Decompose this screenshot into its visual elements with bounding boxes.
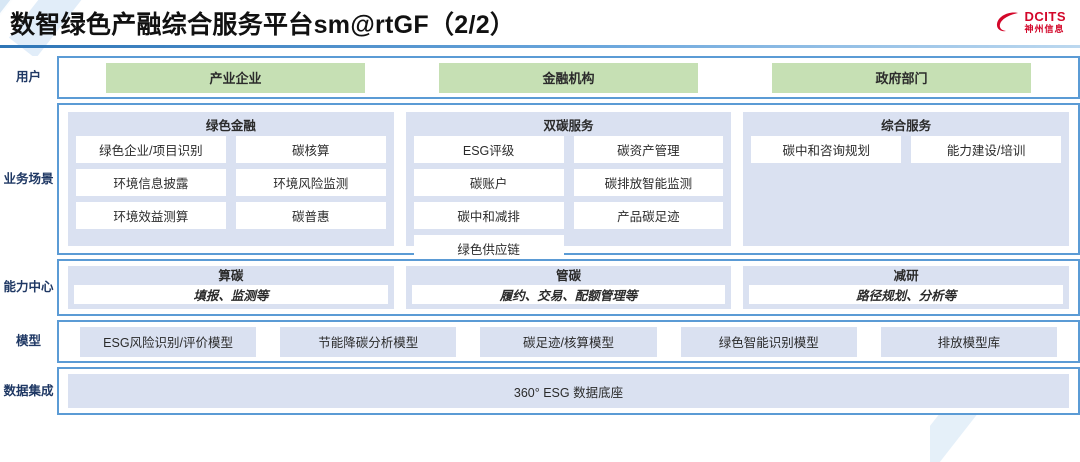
- capability-subtitle: 路径规划、分析等: [749, 285, 1064, 304]
- scenario-item[interactable]: 碳中和减排: [413, 202, 564, 229]
- model-cell[interactable]: ESG风险识别/评价模型: [68, 326, 268, 357]
- user-cell[interactable]: 政府部门: [735, 62, 1068, 93]
- dcits-swirl-icon: [995, 10, 1021, 34]
- scenario-item[interactable]: 绿色供应链: [413, 235, 564, 262]
- business-scenario-panel: 绿色金融 绿色企业/项目识别 碳核算 环境信息披露 环境风险监测 环境效益测算 …: [57, 103, 1080, 262]
- scenario-item[interactable]: 能力建设/培训: [911, 136, 1061, 163]
- capability-title: 减研: [893, 269, 919, 283]
- row-user: 用户 产业企业 金融机构 政府部门: [0, 56, 1080, 99]
- capability-subtitle: 履约、交易、配额管理等: [411, 285, 726, 304]
- scenario-item[interactable]: 绿色企业/项目识别: [76, 136, 226, 163]
- data-integration-panel: 360° ESG 数据底座: [57, 367, 1080, 415]
- scenario-item[interactable]: 环境效益测算: [76, 202, 226, 229]
- model-box-carbon-footprint[interactable]: 碳足迹/核算模型: [480, 326, 657, 357]
- model-cell[interactable]: 碳足迹/核算模型: [468, 326, 668, 357]
- user-cell[interactable]: 金融机构: [402, 62, 735, 93]
- model-cell[interactable]: 排放模型库: [869, 326, 1069, 357]
- scenario-item[interactable]: 碳资产管理: [573, 136, 724, 163]
- group-title: 绿色金融: [205, 119, 256, 133]
- row-label-business-scenario: 业务场景: [3, 171, 54, 186]
- capability-title: 算碳: [218, 269, 244, 283]
- scenario-item[interactable]: 碳账户: [413, 169, 564, 196]
- data-box-esg-foundation[interactable]: 360° ESG 数据底座: [68, 374, 1069, 408]
- user-box-financial[interactable]: 金融机构: [438, 62, 699, 93]
- row-model: 模型 ESG风险识别/评价模型 节能降碳分析模型 碳足迹/核算模型 绿色智能识别…: [0, 320, 1080, 363]
- row-capability-center: 能力中心 算碳 填报、监测等 管碳 履约、交易、配额管理等 减研 路径规划、分析…: [0, 259, 1080, 316]
- group-items: ESG评级 碳资产管理 碳账户 碳排放智能监测 碳中和减排 产品碳足迹 绿色供应…: [413, 136, 724, 262]
- row-label-capability-center: 能力中心: [3, 280, 54, 295]
- user-box-government[interactable]: 政府部门: [771, 62, 1032, 93]
- scenario-item[interactable]: 产品碳足迹: [573, 202, 724, 229]
- row-label-model: 模型: [15, 334, 41, 349]
- scenario-item[interactable]: ESG评级: [413, 136, 564, 163]
- row-business-scenario: 业务场景 绿色金融 绿色企业/项目识别 碳核算 环境信息披露 环境风险监测 环境…: [0, 103, 1080, 262]
- architecture-diagram: 用户 产业企业 金融机构 政府部门 业务场景 绿色金融 绿色企业/项目识别 碳核…: [0, 56, 1080, 419]
- user-panel: 产业企业 金融机构 政府部门: [57, 56, 1080, 99]
- page-header: 数智绿色产融综合服务平台sm@rtGF（2/2） DCITS 神州信息: [0, 0, 1080, 48]
- group-items: 绿色企业/项目识别 碳核算 环境信息披露 环境风险监测 环境效益测算 碳普惠: [76, 136, 386, 229]
- row-label-user: 用户: [15, 70, 41, 85]
- model-panel: ESG风险识别/评价模型 节能降碳分析模型 碳足迹/核算模型 绿色智能识别模型 …: [57, 320, 1080, 363]
- group-items: 碳中和咨询规划 能力建设/培训: [751, 136, 1061, 163]
- capability-reduction-research[interactable]: 减研 路径规划、分析等: [743, 266, 1070, 309]
- model-box-emission-library[interactable]: 排放模型库: [880, 326, 1057, 357]
- row-label-data-integration: 数据集成: [3, 383, 54, 398]
- group-comprehensive-services: 综合服务 碳中和咨询规划 能力建设/培训: [743, 112, 1070, 246]
- model-box-esg-risk[interactable]: ESG风险识别/评价模型: [80, 326, 257, 357]
- scenario-item[interactable]: 碳排放智能监测: [573, 169, 724, 196]
- scenario-item[interactable]: 碳中和咨询规划: [751, 136, 902, 163]
- capability-title: 管碳: [556, 269, 582, 283]
- capability-center-panel: 算碳 填报、监测等 管碳 履约、交易、配额管理等 减研 路径规划、分析等: [57, 259, 1080, 316]
- user-cell[interactable]: 产业企业: [69, 62, 402, 93]
- capability-carbon-management[interactable]: 管碳 履约、交易、配额管理等: [405, 266, 732, 309]
- page-title: 数智绿色产融综合服务平台sm@rtGF（2/2）: [10, 11, 516, 39]
- capability-carbon-accounting[interactable]: 算碳 填报、监测等: [68, 266, 394, 309]
- model-cell[interactable]: 绿色智能识别模型: [669, 326, 869, 357]
- header-rule: [0, 45, 1080, 48]
- scenario-item[interactable]: 碳普惠: [235, 202, 386, 229]
- logo-text-cn: 神州信息: [1024, 24, 1065, 34]
- row-data-integration: 数据集成 360° ESG 数据底座: [0, 367, 1080, 415]
- scenario-item[interactable]: 碳核算: [235, 136, 386, 163]
- group-dual-carbon-services: 双碳服务 ESG评级 碳资产管理 碳账户 碳排放智能监测 碳中和减排 产品碳足迹…: [405, 112, 732, 262]
- group-title: 综合服务: [881, 119, 932, 133]
- model-box-energy-saving[interactable]: 节能降碳分析模型: [280, 326, 457, 357]
- logo-text-en: DCITS: [1024, 9, 1066, 24]
- company-logo: DCITS 神州信息: [995, 7, 1067, 37]
- group-title: 双碳服务: [543, 119, 594, 133]
- capability-subtitle: 填报、监测等: [74, 285, 388, 304]
- scenario-item[interactable]: 环境信息披露: [76, 169, 226, 196]
- scenario-item[interactable]: 环境风险监测: [235, 169, 386, 196]
- group-green-finance: 绿色金融 绿色企业/项目识别 碳核算 环境信息披露 环境风险监测 环境效益测算 …: [68, 112, 394, 246]
- model-box-green-ai-recognition[interactable]: 绿色智能识别模型: [680, 326, 857, 357]
- model-cell[interactable]: 节能降碳分析模型: [268, 326, 468, 357]
- user-box-industry[interactable]: 产业企业: [105, 62, 366, 93]
